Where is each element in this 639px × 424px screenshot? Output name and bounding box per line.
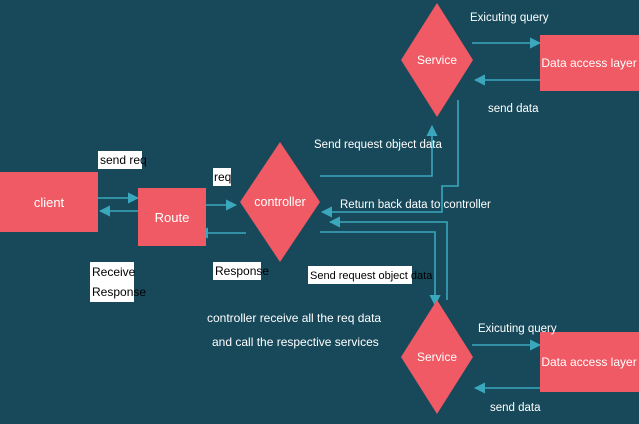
label-send-data-bottom: send data — [490, 402, 541, 414]
label-receive: Receive — [92, 265, 136, 279]
node-controller — [240, 142, 320, 262]
chip-receive-response — [90, 262, 134, 302]
label-send-data-top: send data — [488, 103, 539, 115]
node-service-bottom-label: Service — [417, 350, 457, 364]
node-route-label: Route — [155, 210, 190, 225]
chip-response — [213, 262, 261, 280]
node-dal-bottom-label: Data access layer — [541, 355, 636, 369]
node-dal-top — [540, 35, 639, 91]
label-response-client: Response — [92, 285, 146, 299]
label-req: req — [214, 170, 231, 184]
chip-send-req — [98, 151, 142, 169]
chip-req — [213, 168, 231, 186]
label-send-request-bottom: Send request object data — [310, 270, 433, 282]
edge-controller-to-service-bottom — [320, 231, 441, 307]
label-executing-query-bottom: Exicuting query — [478, 323, 557, 335]
node-dal-bottom — [540, 332, 639, 392]
label-return-back: Return back data to controller — [340, 199, 491, 211]
label-response: Response — [215, 264, 269, 278]
label-send-request-top: Send request object data — [314, 139, 442, 151]
note-controller-line2: and call the respective services — [212, 335, 379, 349]
label-executing-query-top: Exicuting query — [470, 12, 549, 24]
node-dal-top-label: Data access layer — [541, 56, 636, 70]
node-client-label: client — [34, 195, 65, 210]
node-client — [0, 172, 98, 232]
edge-controller-to-service-top — [320, 124, 438, 177]
node-service-top — [401, 3, 473, 117]
node-service-top-label: Service — [417, 53, 457, 67]
note-controller-line1: controller receive all the req data — [207, 311, 381, 325]
edge-service-bottom-to-controller — [328, 216, 448, 300]
node-route — [138, 188, 206, 246]
label-send-req: send req — [100, 153, 147, 167]
edge-service-top-to-controller — [320, 100, 459, 218]
node-service-bottom — [401, 300, 473, 414]
chip-send-request-bottom — [308, 266, 412, 284]
node-controller-label: controller — [254, 195, 305, 209]
